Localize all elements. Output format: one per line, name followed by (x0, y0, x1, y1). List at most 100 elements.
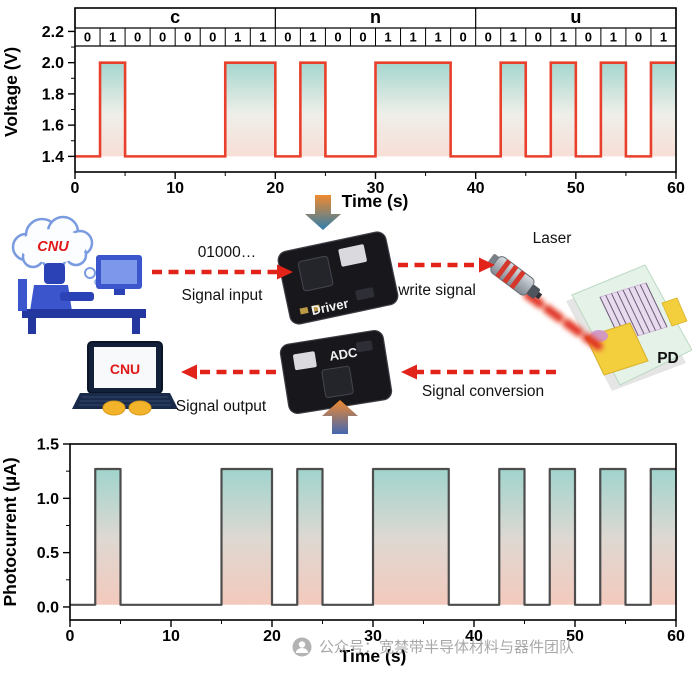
y-tick-label: 1.8 (42, 86, 64, 103)
encoded-letter: c (170, 7, 180, 27)
cloud-cnu-text: CNU (37, 239, 69, 255)
laptop-screen (94, 347, 156, 388)
photocurrent-axis-title: Photocurrent (µA) (0, 457, 20, 606)
top-time-axis-title: Time (s) (342, 191, 409, 211)
x-tick-label: 30 (367, 180, 385, 197)
laptop: CNU (72, 341, 178, 416)
pd-stripe (639, 284, 662, 329)
bit-value: 0 (585, 30, 592, 45)
pd-stripe (645, 282, 668, 328)
monitor-stand (114, 289, 125, 295)
person-at-computer (18, 255, 146, 334)
y-tick-label: 1.5 (37, 437, 59, 454)
laptop-screen-text: CNU (110, 361, 140, 377)
adc-board: ADC (279, 329, 393, 415)
bit-value: 0 (485, 30, 492, 45)
bit-value: 1 (409, 30, 416, 45)
pd-stripe (628, 288, 651, 333)
cloud-body (20, 229, 86, 263)
x-tick-label: 40 (465, 628, 483, 645)
voltage-axis-title: Voltage (V) (1, 47, 21, 137)
adc-board-label: ADC (328, 344, 359, 363)
bit-value: 1 (510, 30, 517, 45)
x-tick-label: 20 (263, 628, 281, 645)
bottom-time-axis-title: Time (s) (340, 646, 407, 666)
laser-band (509, 270, 526, 290)
pd-label: PD (657, 350, 679, 367)
bit-value: 0 (535, 30, 542, 45)
driver-pad (299, 307, 309, 315)
y-tick-label: 1.4 (42, 149, 64, 166)
x-tick-label: 40 (467, 180, 485, 197)
signal-conversion-label: Signal conversion (422, 383, 544, 400)
desk (22, 309, 146, 318)
input-code-text: 01000… (198, 244, 257, 261)
read-direction-arrow (322, 400, 358, 434)
pd-gold-contact (661, 297, 688, 327)
encoded-letter: n (370, 7, 381, 27)
adc-connector (355, 340, 373, 353)
desk-leg (132, 318, 140, 334)
laser-beam (525, 292, 604, 351)
bit-value: 1 (434, 30, 441, 45)
bit-value: 0 (159, 30, 166, 45)
bit-value: 1 (259, 30, 266, 45)
bit-value: 0 (359, 30, 366, 45)
x-tick-label: 60 (667, 180, 685, 197)
x-tick-label: 0 (71, 180, 80, 197)
laser-tip (535, 292, 543, 300)
write-signal-label: write signal (397, 282, 476, 299)
signal-input-arrow (152, 264, 293, 280)
bit-value: 1 (234, 30, 241, 45)
signal-output-label: Signal output (176, 398, 267, 415)
bit-value: 0 (460, 30, 467, 45)
x-tick-label: 50 (567, 180, 585, 197)
x-tick-label: 0 (66, 628, 75, 645)
pd-stripe (634, 286, 656, 331)
bit-value: 0 (635, 30, 642, 45)
bit-value: 0 (284, 30, 291, 45)
bit-value: 1 (309, 30, 316, 45)
driver-pcb (277, 231, 399, 325)
adc-chip (321, 365, 354, 398)
write-signal-arrow (398, 257, 495, 273)
pd-stripe (616, 291, 639, 336)
cloud-tail-bubble (84, 267, 96, 279)
signal-output-arrow (181, 364, 276, 380)
bit-value: 1 (109, 30, 116, 45)
laser-band (495, 259, 512, 279)
bit-value: 1 (384, 30, 391, 45)
system-diagram: Driver ADC CNU (11, 195, 692, 434)
voltage-waveform (75, 61, 676, 158)
y-tick-label: 1.0 (37, 491, 59, 508)
watermark: 公众号：宽禁带半导体材料与器件团队 (292, 636, 574, 657)
driver-pad (311, 304, 321, 313)
person-arm (60, 292, 94, 301)
bit-value: 0 (209, 30, 216, 45)
y-tick-label: 0.5 (37, 545, 59, 562)
driver-connector (355, 287, 375, 301)
driver-chip (297, 255, 334, 292)
adc-module (293, 351, 317, 371)
bit-value: 0 (134, 30, 141, 45)
bit-value: 1 (560, 30, 567, 45)
bit-value: 1 (610, 30, 617, 45)
x-tick-label: 30 (364, 628, 382, 645)
arrowhead-left (181, 364, 197, 380)
bit-value: 0 (184, 30, 191, 45)
x-tick-label: 60 (667, 628, 685, 645)
x-tick-label: 10 (166, 180, 184, 197)
encoded-letter: u (570, 7, 581, 27)
monitor-screen (101, 260, 137, 284)
desk-leg (28, 318, 36, 334)
typing-hand (102, 400, 126, 416)
x-tick-label: 10 (162, 628, 180, 645)
arrowhead-right (277, 264, 293, 280)
bit-value: 1 (660, 30, 667, 45)
y-tick-label: 0.0 (37, 599, 59, 616)
